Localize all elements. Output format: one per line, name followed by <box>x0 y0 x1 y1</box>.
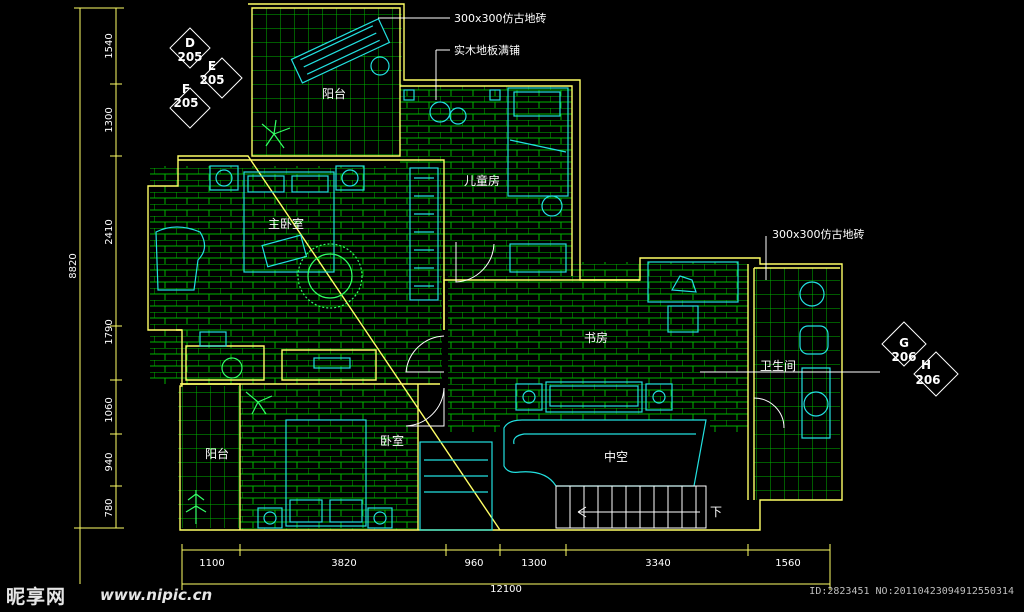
dim-h-1: 1100 <box>199 558 224 569</box>
label-void: 中空 <box>604 449 628 464</box>
void-outline <box>503 419 707 487</box>
dim-h-total: 12100 <box>490 584 522 595</box>
dim-h-2: 3820 <box>331 558 356 569</box>
tag-d-num: 205 <box>177 50 202 64</box>
tile-note-top: 300x300仿古地砖 <box>454 11 547 25</box>
balcony-left-floor <box>178 386 240 528</box>
section-tag-gh: G 206 H 206 <box>881 321 959 397</box>
master-bedroom-floor <box>150 166 442 384</box>
nightstand-left <box>209 165 239 191</box>
bedroom-floor <box>240 384 418 530</box>
dim-h-4: 1300 <box>521 558 546 569</box>
tag-h-num: 206 <box>915 373 940 387</box>
round-rug <box>297 243 363 309</box>
stairs <box>555 485 707 529</box>
bottom-dim-texts: 1100 3820 960 1300 3340 1560 12100 <box>199 558 800 595</box>
floor-fills <box>150 8 840 530</box>
bathroom-floor <box>754 268 840 500</box>
tag-d-letter: D <box>185 36 195 50</box>
label-balcony-left: 阳台 <box>205 446 229 461</box>
dim-v-2: 1300 <box>104 107 115 132</box>
label-stairs-down: 下 <box>710 505 722 519</box>
wood-floor-note: 实木地板满铺 <box>454 43 520 57</box>
tag-h-letter: H <box>921 358 931 372</box>
end-table-right <box>645 383 673 411</box>
washbasin <box>799 281 825 307</box>
kids-desk <box>509 243 567 273</box>
tag-g-letter: G <box>899 336 909 350</box>
chaise <box>155 226 206 291</box>
tag-f-num: 205 <box>173 96 198 110</box>
dim-v-1: 1540 <box>104 33 115 58</box>
kids-lamp <box>541 195 563 217</box>
bedroom-bed <box>285 419 367 527</box>
bedroom-nightstand-left <box>257 507 283 529</box>
dim-v-4: 1790 <box>104 319 115 344</box>
label-bathroom: 卫生间 <box>760 359 796 373</box>
planter-top <box>370 56 390 76</box>
label-master-bedroom: 主卧室 <box>268 216 304 231</box>
study-desk <box>647 261 739 303</box>
label-balcony-top: 阳台 <box>322 86 346 101</box>
palm-plant-bedroom <box>245 391 273 415</box>
dim-v-total: 8820 <box>68 253 79 278</box>
bedroom-wardrobe <box>419 441 493 531</box>
tag-e-letter: E <box>208 59 216 73</box>
label-bedroom: 卧室 <box>380 433 404 448</box>
plant-pot <box>221 357 243 379</box>
section-tag-def: D 205 E 205 F 205 <box>169 27 243 129</box>
doors <box>405 242 785 429</box>
tag-e-num: 205 <box>199 73 224 87</box>
master-bed <box>243 171 335 273</box>
watermark-brand: 昵享网 <box>6 586 67 608</box>
toilet <box>799 325 829 355</box>
dimension-lines <box>74 7 831 590</box>
end-table-left <box>515 383 543 411</box>
dim-h-6: 1560 <box>775 558 800 569</box>
bedroom-nightstand-right <box>367 507 393 529</box>
sofa <box>545 381 643 413</box>
watermark-site: www.nipic.cn <box>100 586 213 604</box>
walls <box>147 3 843 531</box>
kids-bed <box>507 87 569 197</box>
dim-v-7: 780 <box>104 498 115 517</box>
nightstand-right <box>335 165 365 191</box>
dim-h-5: 3340 <box>645 558 670 569</box>
office-chair <box>667 305 699 333</box>
tv-cabinet <box>313 357 351 369</box>
dim-v-6: 940 <box>104 452 115 471</box>
furniture <box>155 18 831 531</box>
wall-outline <box>147 3 843 531</box>
leader-lines <box>378 17 880 373</box>
wardrobe <box>409 167 439 301</box>
study-floor <box>448 262 748 432</box>
side-table <box>199 331 227 347</box>
tag-g-num: 206 <box>891 350 916 364</box>
palm-plant-top <box>261 119 291 149</box>
label-kids-room: 儿童房 <box>464 173 500 188</box>
kids-table <box>429 101 451 123</box>
vertical-dim-texts: 1540 1300 2410 1790 1060 940 780 8820 <box>68 33 115 517</box>
tag-f-letter: F <box>182 82 190 96</box>
image-id-text: ID:2823451 NO:20110423094912550314 <box>809 586 1014 597</box>
label-study: 书房 <box>584 330 608 345</box>
tile-note-right: 300x300仿古地砖 <box>772 227 865 241</box>
cactus <box>185 490 207 524</box>
dim-h-3: 960 <box>464 558 483 569</box>
bathtub <box>801 367 831 439</box>
lounge-chair <box>290 18 391 84</box>
void-area <box>500 420 710 488</box>
dim-v-5: 1060 <box>104 397 115 422</box>
dim-v-3: 2410 <box>104 219 115 244</box>
